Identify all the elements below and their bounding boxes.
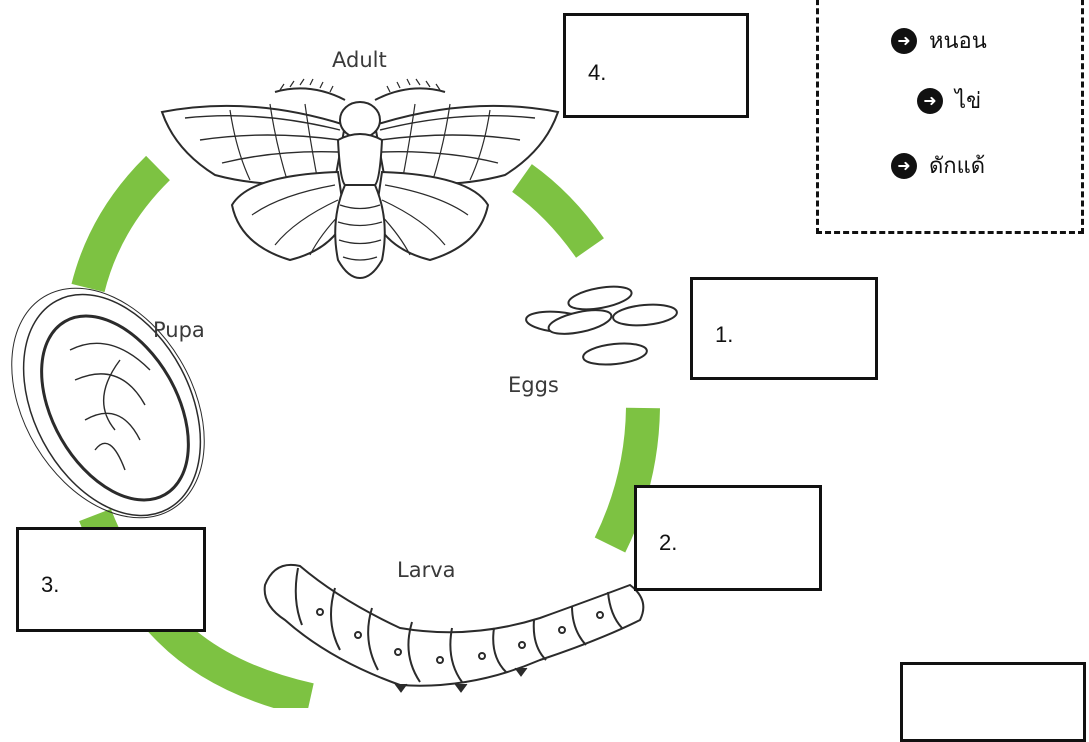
answer-box-2[interactable]: 2.	[634, 485, 822, 591]
label-eggs: Eggs	[508, 373, 559, 397]
answer-box-partial[interactable]	[900, 662, 1086, 742]
circled-right-arrow-icon: ➜	[891, 153, 917, 179]
arrow-adult-to-eggs	[522, 178, 590, 248]
answer-box-4[interactable]: 4.	[563, 13, 749, 118]
moth-drawing	[162, 79, 558, 278]
word-bank-item[interactable]: ➜ หนอน	[891, 23, 987, 58]
answer-box-number: 2.	[659, 530, 677, 556]
circled-right-arrow-icon: ➜	[891, 28, 917, 54]
word-bank-item[interactable]: ➜ ไข่	[917, 83, 981, 118]
label-pupa: Pupa	[153, 318, 205, 342]
word-bank-item-label: หนอน	[929, 23, 987, 58]
answer-box-3[interactable]: 3.	[16, 527, 206, 632]
word-bank-item-label: ดักแด้	[929, 148, 985, 183]
label-adult: Adult	[332, 48, 387, 72]
answer-box-number: 1.	[715, 322, 733, 348]
answer-box-number: 3.	[41, 572, 59, 598]
answer-box-1[interactable]: 1.	[690, 277, 878, 380]
arrow-pupa-to-adult	[88, 168, 158, 288]
answer-box-number: 4.	[588, 60, 606, 86]
eggs-drawing	[525, 283, 677, 368]
label-larva: Larva	[397, 558, 456, 582]
word-bank: ➜ หนอน ➜ ไข่ ➜ ดักแด้	[816, 0, 1084, 234]
circled-right-arrow-icon: ➜	[917, 88, 943, 114]
larva-drawing	[265, 565, 644, 692]
word-bank-item-label: ไข่	[955, 83, 981, 118]
pupa-drawing	[0, 253, 244, 552]
word-bank-item[interactable]: ➜ ดักแด้	[891, 148, 985, 183]
